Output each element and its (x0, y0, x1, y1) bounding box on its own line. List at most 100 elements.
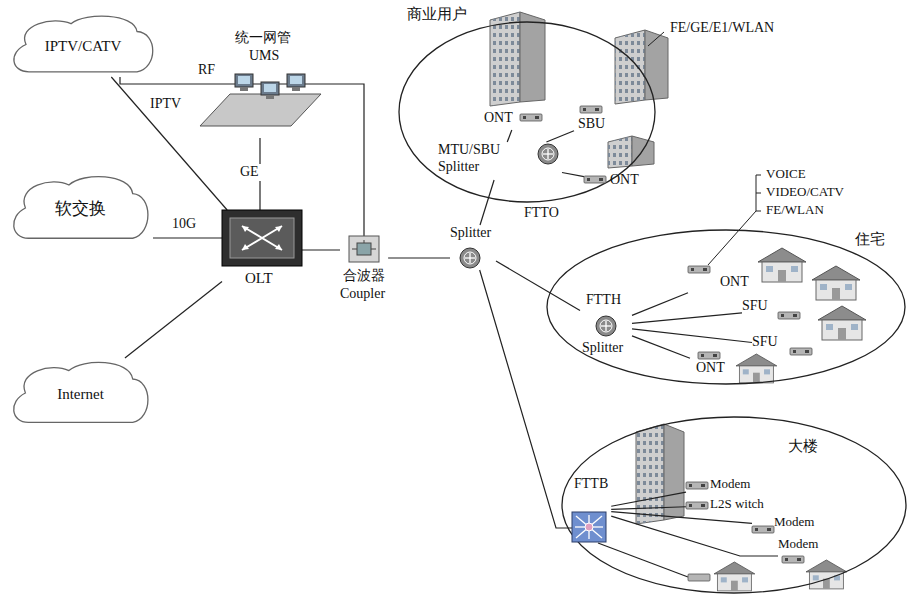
cloud-outline (14, 362, 148, 422)
fiber-link (611, 512, 752, 524)
splitter: FTTHSplitter (580, 292, 632, 360)
switch-device: FTTB (572, 476, 611, 544)
splitter-ray (469, 258, 470, 263)
house (736, 354, 777, 383)
node-label: Internet (57, 385, 104, 403)
splitter-ray (605, 326, 606, 331)
node-label: 合波器 (343, 268, 385, 285)
node-label: ONT (696, 360, 725, 377)
coupler-core (357, 243, 371, 255)
user-region: 商业用户ONTMTU/SBU SplitterSBUONT (395, 5, 660, 210)
device-port (701, 484, 705, 487)
olt-arrows (242, 226, 282, 250)
node-label: Modem (774, 514, 814, 530)
sfu-device: SFU (742, 298, 802, 322)
fiber-link (611, 516, 778, 556)
device-port (767, 528, 771, 531)
device-led (587, 178, 590, 181)
device-icon (686, 482, 708, 489)
splitter-ray (465, 257, 470, 258)
building-windows (615, 30, 645, 104)
building-side (645, 30, 668, 100)
house (812, 266, 860, 300)
building-windows (490, 12, 520, 106)
device-port (595, 108, 599, 111)
splitter-ray (543, 153, 548, 154)
device-led (781, 314, 784, 317)
node-label: L2S witch (710, 496, 764, 512)
node-label: 商业用户 (407, 5, 467, 23)
computer-base (266, 95, 274, 99)
device-icon (790, 348, 812, 355)
device-led (755, 528, 758, 531)
computer-monitor (235, 74, 253, 87)
ont-device: ONT (484, 108, 548, 130)
fiber-link (632, 329, 752, 343)
annotation: VOICE (764, 166, 808, 182)
device-port (805, 350, 809, 353)
device-led (701, 354, 704, 357)
device-icon (580, 106, 602, 113)
node-label: IPTV/CATV (45, 37, 122, 55)
management-platform: 统一网管UMS (195, 30, 325, 138)
node-label: ONT (610, 172, 639, 189)
fiber-link (611, 507, 686, 510)
splitter-ring (464, 252, 476, 264)
device-icon (688, 266, 710, 273)
cloud-outline (14, 16, 153, 72)
house (818, 306, 866, 340)
device-led (689, 484, 692, 487)
splitter-ring (600, 320, 612, 332)
coupler-device: 合波器Coupler (340, 236, 388, 306)
device-port (701, 504, 705, 507)
sbu-device: SBU (574, 106, 622, 136)
ont-device: ONT (690, 352, 730, 380)
device-led (793, 350, 796, 353)
node-label: SFU (742, 298, 768, 315)
fiber-link (153, 237, 222, 238)
annotation: FTTO (522, 205, 561, 222)
wire (598, 543, 688, 577)
splitter-symbol (460, 248, 480, 268)
small-office (608, 136, 654, 168)
house (758, 248, 806, 282)
node-label: FTTB (574, 476, 608, 493)
fiber-link (480, 270, 572, 528)
building-windows (608, 136, 632, 168)
node-label: 住宅 (855, 230, 885, 248)
splitter-ray (601, 325, 606, 326)
splitter-ray (469, 253, 470, 258)
node-label: ONT (720, 274, 749, 291)
annotation: FE/GE/E1/WLAN (668, 20, 776, 37)
olt-arrowheads (242, 226, 282, 250)
annotation: VIDEO/CATV (764, 184, 846, 200)
region-outline (562, 417, 906, 593)
device-icon (520, 114, 542, 121)
device-led (691, 268, 694, 271)
splitter-ray (548, 153, 553, 154)
fiber-link (632, 293, 688, 316)
splitter-ring (542, 148, 554, 160)
splitter-ray (606, 325, 611, 326)
coupler-case (349, 236, 379, 262)
device-led (583, 108, 586, 111)
device-icon (584, 176, 606, 183)
annotation: FE/WLAN (764, 202, 826, 218)
network-cloud: Internet (8, 358, 153, 428)
fiber-link (546, 131, 574, 142)
house (714, 562, 755, 591)
coupler-marks (352, 240, 376, 249)
building-region: 大楼FTTBModemL2S witchModemModem (560, 415, 908, 595)
node-label: SBU (578, 116, 605, 133)
computer-monitor (261, 82, 279, 95)
device-port (599, 178, 603, 181)
network-cloud: 软交换 (8, 172, 153, 244)
fiber-link (496, 261, 580, 311)
bracket-tick (756, 193, 761, 194)
device-icon (698, 352, 720, 359)
splitter-symbol (596, 316, 616, 336)
splitter-ray (605, 321, 606, 326)
